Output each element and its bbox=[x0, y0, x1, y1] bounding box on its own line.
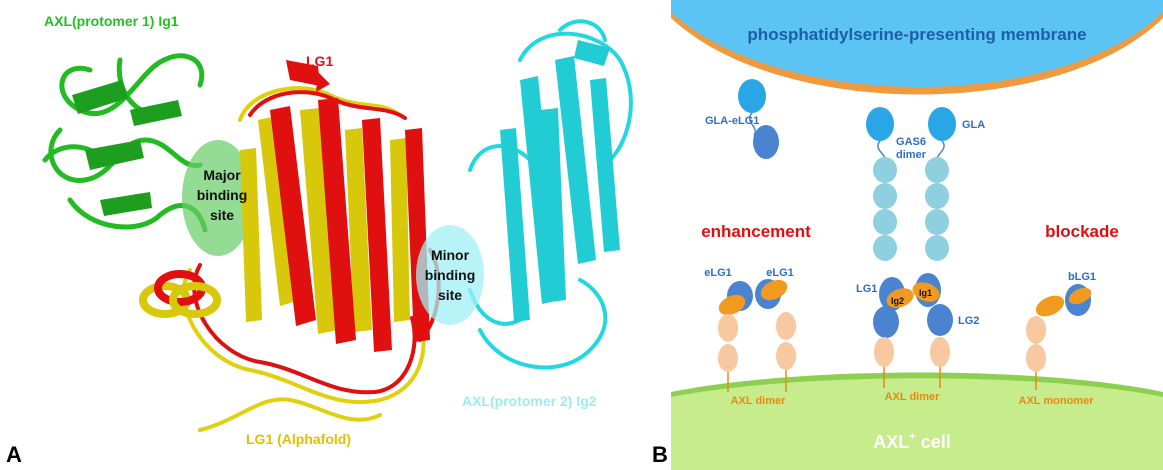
gas6-dimer bbox=[866, 107, 956, 338]
gas6-dimer-label-line2: dimer bbox=[896, 149, 927, 161]
membrane bbox=[671, 0, 1163, 87]
major-binding-site-shape bbox=[182, 140, 254, 256]
lg1-label: LG1 bbox=[856, 283, 877, 295]
axl-dimer-left-label: AXL dimer bbox=[731, 395, 787, 407]
lg1-structure bbox=[139, 60, 441, 432]
axl-ig1-sheets bbox=[72, 80, 182, 216]
axl-dimer-center bbox=[874, 337, 950, 388]
enhancement-label: enhancement bbox=[701, 222, 811, 241]
elg1-left-label: eLG1 bbox=[704, 267, 732, 279]
membrane-label: phosphatidylserine-presenting membrane bbox=[747, 25, 1086, 44]
enhancement-complex bbox=[718, 279, 796, 392]
label-minor-binding-site-line2: binding bbox=[425, 267, 476, 283]
lg2-label: LG2 bbox=[958, 315, 979, 327]
axl-dimer-center-label: AXL dimer bbox=[885, 391, 941, 403]
gas6-dimer-label-line1: GAS6 bbox=[896, 136, 926, 148]
axl-monomer-label: AXL monomer bbox=[1019, 395, 1095, 407]
label-major-binding-site-line3: site bbox=[210, 207, 234, 223]
gla-label: GLA bbox=[962, 119, 985, 131]
gla-elg1-label: GLA-eLG1 bbox=[705, 115, 759, 127]
axl-ig1-structure bbox=[42, 53, 208, 233]
blg1-label: bLG1 bbox=[1068, 271, 1096, 283]
label-major-binding-site-line1: Major bbox=[203, 167, 241, 183]
cell-label-tail: cell bbox=[916, 432, 951, 452]
ig1-label: Ig1 bbox=[919, 288, 932, 298]
elg1-right-label: eLG1 bbox=[766, 267, 794, 279]
blockade-complex bbox=[1026, 284, 1092, 390]
label-lg1: LG1 bbox=[306, 53, 333, 69]
ig2-label: Ig2 bbox=[891, 296, 904, 306]
panel-letter-a: A bbox=[6, 442, 22, 467]
label-minor-binding-site-line1: Minor bbox=[431, 247, 470, 263]
label-major-binding-site-line2: binding bbox=[197, 187, 248, 203]
gla-elg1 bbox=[738, 79, 779, 159]
label-minor-binding-site-line3: site bbox=[438, 287, 462, 303]
blockade-label: blockade bbox=[1045, 222, 1119, 241]
label-axl-protomer1-ig1: AXL(protomer 1) Ig1 bbox=[44, 13, 179, 29]
axl-ig2-structure bbox=[468, 19, 633, 370]
minor-binding-site-shape bbox=[416, 225, 484, 325]
label-lg1-alphafold: LG1 (Alphafold) bbox=[246, 431, 351, 447]
label-axl-protomer2-ig2: AXL(protomer 2) Ig2 bbox=[462, 393, 597, 409]
panel-b: phosphatidylserine-presenting membrane G… bbox=[652, 0, 1163, 470]
panel-a: AXL(protomer 1) Ig1 LG1 Major binding si… bbox=[6, 13, 633, 467]
panel-letter-b: B bbox=[652, 442, 668, 467]
cell-label-main: AXL bbox=[873, 432, 909, 452]
cell bbox=[671, 378, 1163, 470]
cell-label-sup: + bbox=[909, 431, 915, 443]
cell-label: AXL+ cell bbox=[873, 431, 950, 452]
